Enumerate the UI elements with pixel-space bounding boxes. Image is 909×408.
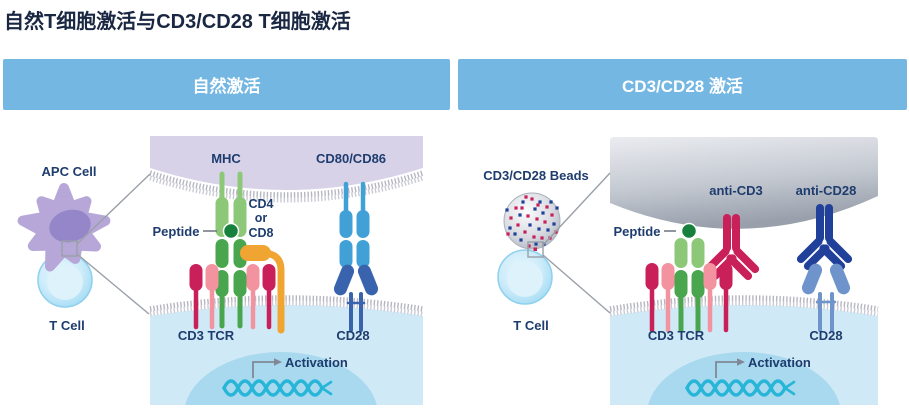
peptide-label-left: Peptide (153, 224, 200, 239)
cd3-tcr-label-left: CD3 TCR (178, 328, 235, 343)
cd4-cd8-coreceptor (240, 245, 285, 334)
cd3-cd28-beads-label: CD3/CD28 Beads (483, 168, 589, 183)
left-panel-diagram: APC Cell T Cell MHC CD80/CD86 Peptide CD… (17, 136, 424, 405)
bead-surface-region (610, 137, 878, 229)
cd28-label-right: CD28 (809, 328, 842, 343)
peptide-dot (680, 222, 698, 240)
panel-header-natural-activation: 自然激活 (3, 59, 450, 110)
cd80-cd86-receptor (339, 181, 370, 268)
peptide-label-right: Peptide (614, 224, 661, 239)
apc-cell-label: APC Cell (42, 164, 97, 179)
tcell-membrane-region-left (149, 295, 424, 405)
or-label: or (255, 211, 268, 225)
page-title: 自然T细胞激活与CD3/CD28 T细胞激活 (4, 11, 351, 33)
tcr-complex-right (674, 222, 705, 333)
cd28-receptor-left (333, 264, 379, 332)
cd3-chains-right (645, 263, 733, 333)
cd28-label-left: CD28 (336, 328, 369, 343)
anti-cd28-label: anti-CD28 (796, 183, 857, 198)
bead-antibody-dots (505, 195, 559, 248)
zoom-callout-right (527, 172, 611, 314)
panel-header-cd3cd28-activation: CD3/CD28 激活 (458, 59, 907, 110)
peptide-dot (222, 222, 240, 240)
cd3-tcr-label-right: CD3 TCR (648, 328, 705, 343)
cd80-cd86-label: CD80/CD86 (316, 151, 386, 166)
cd8-label: CD8 (248, 226, 273, 240)
cd28-receptor-right (801, 263, 851, 332)
right-panel-diagram: CD3/CD28 Beads T Cell anti-CD3 anti-CD28… (483, 137, 879, 405)
apc-membrane-region (149, 136, 424, 203)
cd4-label: CD4 (248, 197, 273, 211)
tcell-cartoon-inner-left (47, 264, 83, 300)
bead-dot-in-zoom-box (533, 247, 537, 251)
anti-cd28-antibody (796, 204, 853, 271)
tcell-label-left: T Cell (49, 318, 84, 333)
cd3-chains-left (189, 264, 276, 330)
apc-cell-nucleus (49, 209, 91, 243)
tcell-cartoon-inner-right (507, 261, 543, 297)
activation-label-left: Activation (285, 355, 348, 370)
anti-cd3-label: anti-CD3 (709, 183, 762, 198)
zoom-callout-left (61, 173, 151, 315)
mhc-tcr-complex (215, 171, 247, 329)
mhc-label: MHC (211, 151, 241, 166)
activation-label-right: Activation (748, 355, 811, 370)
tcell-label-right: T Cell (513, 318, 548, 333)
